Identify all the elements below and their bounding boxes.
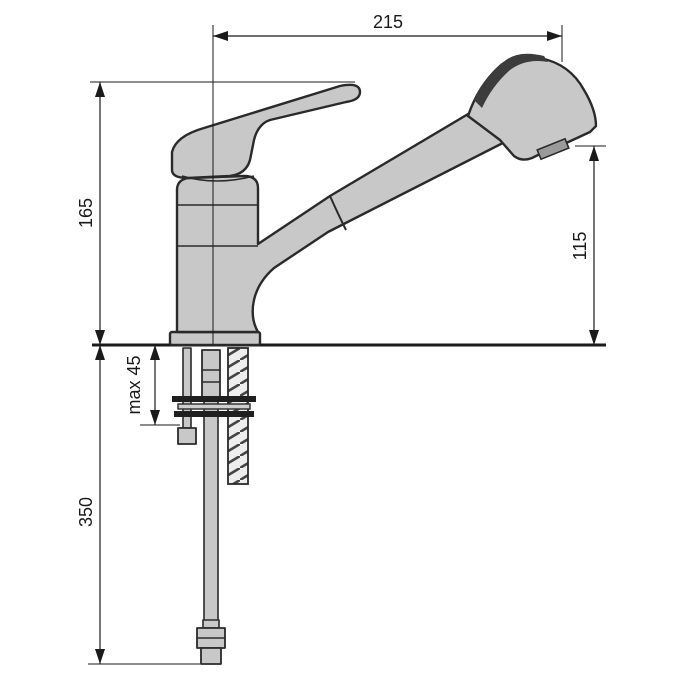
spray-nozzle [536, 137, 570, 161]
hose-fitting [201, 349, 221, 401]
mounting-nut [177, 427, 197, 445]
spout-height-label: 115 [570, 232, 590, 261]
supply-hose [203, 399, 219, 623]
spout-body [175, 86, 554, 334]
under-counter-assembly [172, 347, 256, 665]
faucet-body [168, 53, 598, 347]
hose-length-label: 350 [76, 497, 96, 527]
total-width-label: 215 [373, 12, 403, 32]
lever-handle [170, 83, 362, 180]
hose-connector [196, 619, 226, 665]
spray-head-accent [474, 53, 548, 108]
spout-ring [329, 195, 347, 231]
base-flange [168, 330, 262, 347]
dimension-faucet-height: 165 [76, 81, 355, 345]
dimension-hose-length: 350 [76, 345, 200, 665]
dimension-total-width: 215 [212, 12, 563, 345]
mounting-washers [172, 396, 256, 417]
max-thickness-label: max 45 [124, 355, 144, 414]
dimension-max-thickness: max 45 [124, 345, 180, 426]
faucet-height-label: 165 [76, 198, 96, 228]
dimension-spout-height: 115 [570, 145, 606, 345]
